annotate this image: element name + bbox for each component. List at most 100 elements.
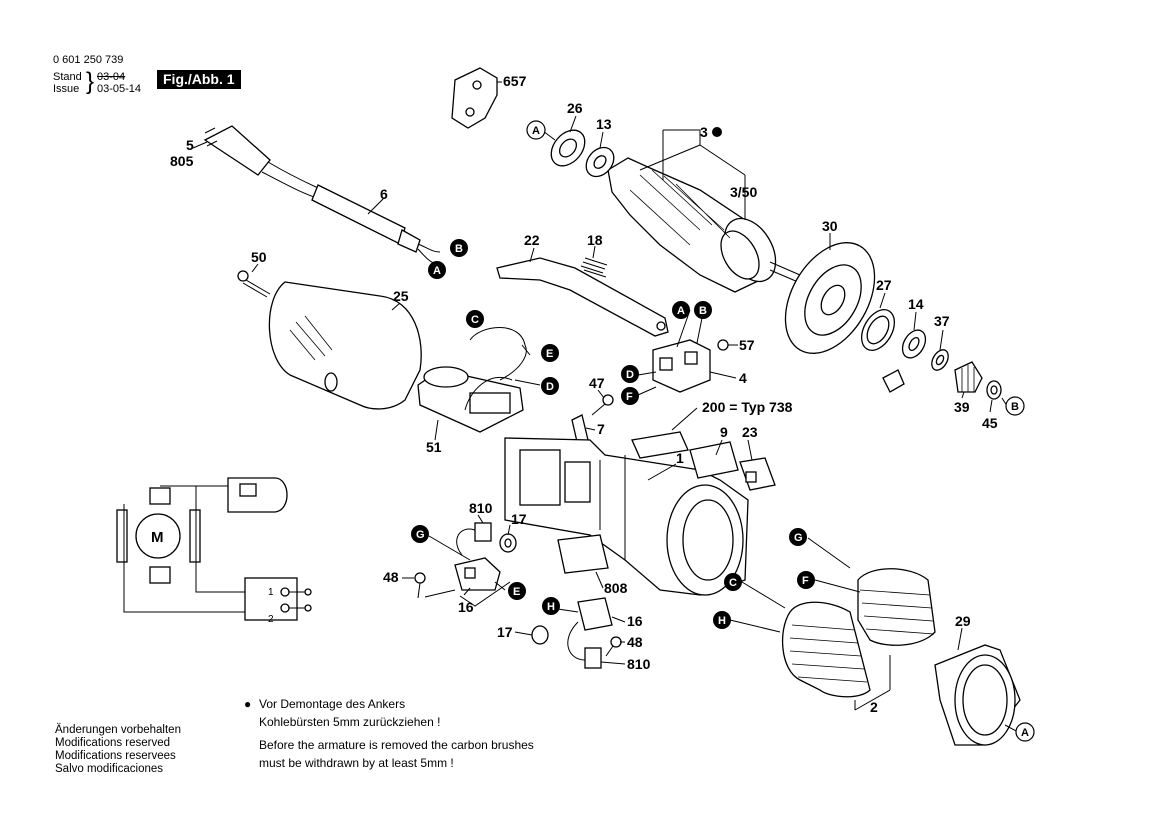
svg-text:G: G — [794, 532, 803, 544]
svg-text:B: B — [455, 243, 463, 255]
footnote-en-line1: Before the armature is removed the carbo… — [259, 738, 534, 752]
bullet-marker — [712, 127, 722, 137]
label-4: 4 — [739, 370, 747, 386]
part-22-plate — [496, 257, 669, 337]
label-810-left: 810 — [469, 500, 493, 516]
part-number-labels: 657 26 13 3 3/50 5 805 6 22 18 30 27 14 … — [170, 73, 998, 715]
part-51-switch — [417, 327, 527, 433]
label-657: 657 — [503, 73, 527, 89]
switch-pos-1: 1 — [268, 587, 274, 598]
label-16-right: 16 — [627, 613, 643, 629]
footnote-de-line2: Kohlebürsten 5mm zurückziehen ! — [259, 715, 441, 729]
connector-g-filled-1: G — [411, 525, 429, 543]
svg-text:B: B — [1011, 401, 1019, 413]
label-14: 14 — [908, 296, 924, 312]
connector-a-open-1: A — [526, 120, 546, 140]
part-17-brush-cap-left — [499, 533, 517, 553]
part-16-brush-holder-right — [577, 597, 613, 631]
connector-h-filled-1: H — [542, 597, 560, 615]
label-39: 39 — [954, 399, 970, 415]
connector-markers: A B A C E D A B — [411, 120, 1035, 742]
connector-e-filled-1: E — [541, 344, 559, 362]
svg-text:A: A — [677, 305, 685, 317]
svg-text:G: G — [416, 529, 425, 541]
part-3-armature — [607, 129, 801, 293]
label-17-right: 17 — [497, 624, 513, 640]
issue-value: 03-05-14 — [97, 83, 142, 95]
svg-text:E: E — [546, 348, 553, 360]
part-48-screw-left — [414, 572, 426, 599]
connector-a-open-2: A — [1015, 722, 1035, 742]
connector-a-filled-2: A — [672, 301, 690, 319]
label-5: 5 — [186, 137, 194, 153]
label-48-left: 48 — [383, 569, 399, 585]
stand-label: Stand — [53, 71, 82, 83]
modifications-es: Salvo modificaciones — [55, 763, 164, 775]
part-4-brush-holder — [652, 339, 729, 393]
part-810-carbon-brush-right — [567, 621, 602, 669]
label-37: 37 — [934, 313, 950, 329]
motor-label: M — [151, 529, 164, 546]
part-48-screw-right — [605, 636, 622, 657]
connector-f-filled-2: F — [797, 571, 815, 589]
part-9-insulation — [689, 441, 739, 479]
part-23-switch-cap — [739, 457, 776, 491]
svg-text:C: C — [729, 577, 737, 589]
connector-a-filled-1: A — [428, 261, 446, 279]
part-45-nut — [986, 380, 1002, 400]
label-18: 18 — [587, 232, 603, 248]
svg-text:D: D — [626, 369, 634, 381]
label-16-left: 16 — [458, 599, 474, 615]
label-200: 200 = Typ 738 — [702, 399, 793, 415]
label-51: 51 — [426, 439, 442, 455]
label-29: 29 — [955, 613, 971, 629]
part-808-shim — [557, 534, 609, 574]
label-7: 7 — [597, 421, 605, 437]
label-27: 27 — [876, 277, 892, 293]
part-27-ring — [860, 309, 896, 351]
svg-text:E: E — [513, 586, 520, 598]
label-30: 30 — [822, 218, 838, 234]
modifications-de: Änderungen vorbehalten — [55, 724, 181, 736]
label-3-50: 3/50 — [730, 184, 757, 200]
label-808: 808 — [604, 580, 628, 596]
label-6: 6 — [380, 186, 388, 202]
svg-text:B: B — [699, 305, 707, 317]
svg-text:H: H — [547, 601, 555, 613]
part-14-bearing — [901, 329, 927, 359]
part-37-washer — [931, 349, 949, 371]
brace: } — [86, 68, 95, 95]
modifications-en: Modifications reserved — [55, 737, 171, 749]
part-26-bearing — [550, 129, 586, 167]
part-2-field-coil — [781, 568, 936, 711]
svg-text:C: C — [471, 314, 479, 326]
label-9: 9 — [720, 424, 728, 440]
label-13: 13 — [596, 116, 612, 132]
label-22: 22 — [524, 232, 540, 248]
modifications-fr: Modifications reservees — [55, 750, 176, 762]
switch-pos-2: 2 — [268, 614, 274, 625]
label-26: 26 — [567, 100, 583, 116]
label-57: 57 — [739, 337, 755, 353]
label-50: 50 — [251, 249, 267, 265]
part-16-brush-holder-left — [454, 557, 501, 591]
part-810-carbon-brush-left — [456, 522, 492, 556]
label-805: 805 — [170, 153, 194, 169]
connector-d-filled-2: D — [621, 365, 639, 383]
doc-number: 0 601 250 739 — [53, 54, 124, 66]
label-47: 47 — [589, 375, 605, 391]
svg-text:A: A — [1021, 727, 1029, 739]
svg-text:H: H — [718, 615, 726, 627]
part-18-spring — [580, 257, 608, 278]
label-810-right: 810 — [627, 656, 651, 672]
connector-d-filled-1: D — [541, 377, 559, 395]
connector-c-filled-1: C — [466, 310, 484, 328]
connector-c-filled-2: C — [724, 573, 742, 591]
part-50-screw — [237, 270, 271, 298]
part-47-screw — [591, 394, 614, 416]
part-39-collet — [954, 361, 983, 393]
label-25: 25 — [393, 288, 409, 304]
svg-text:F: F — [802, 575, 809, 587]
svg-text:A: A — [433, 265, 441, 277]
